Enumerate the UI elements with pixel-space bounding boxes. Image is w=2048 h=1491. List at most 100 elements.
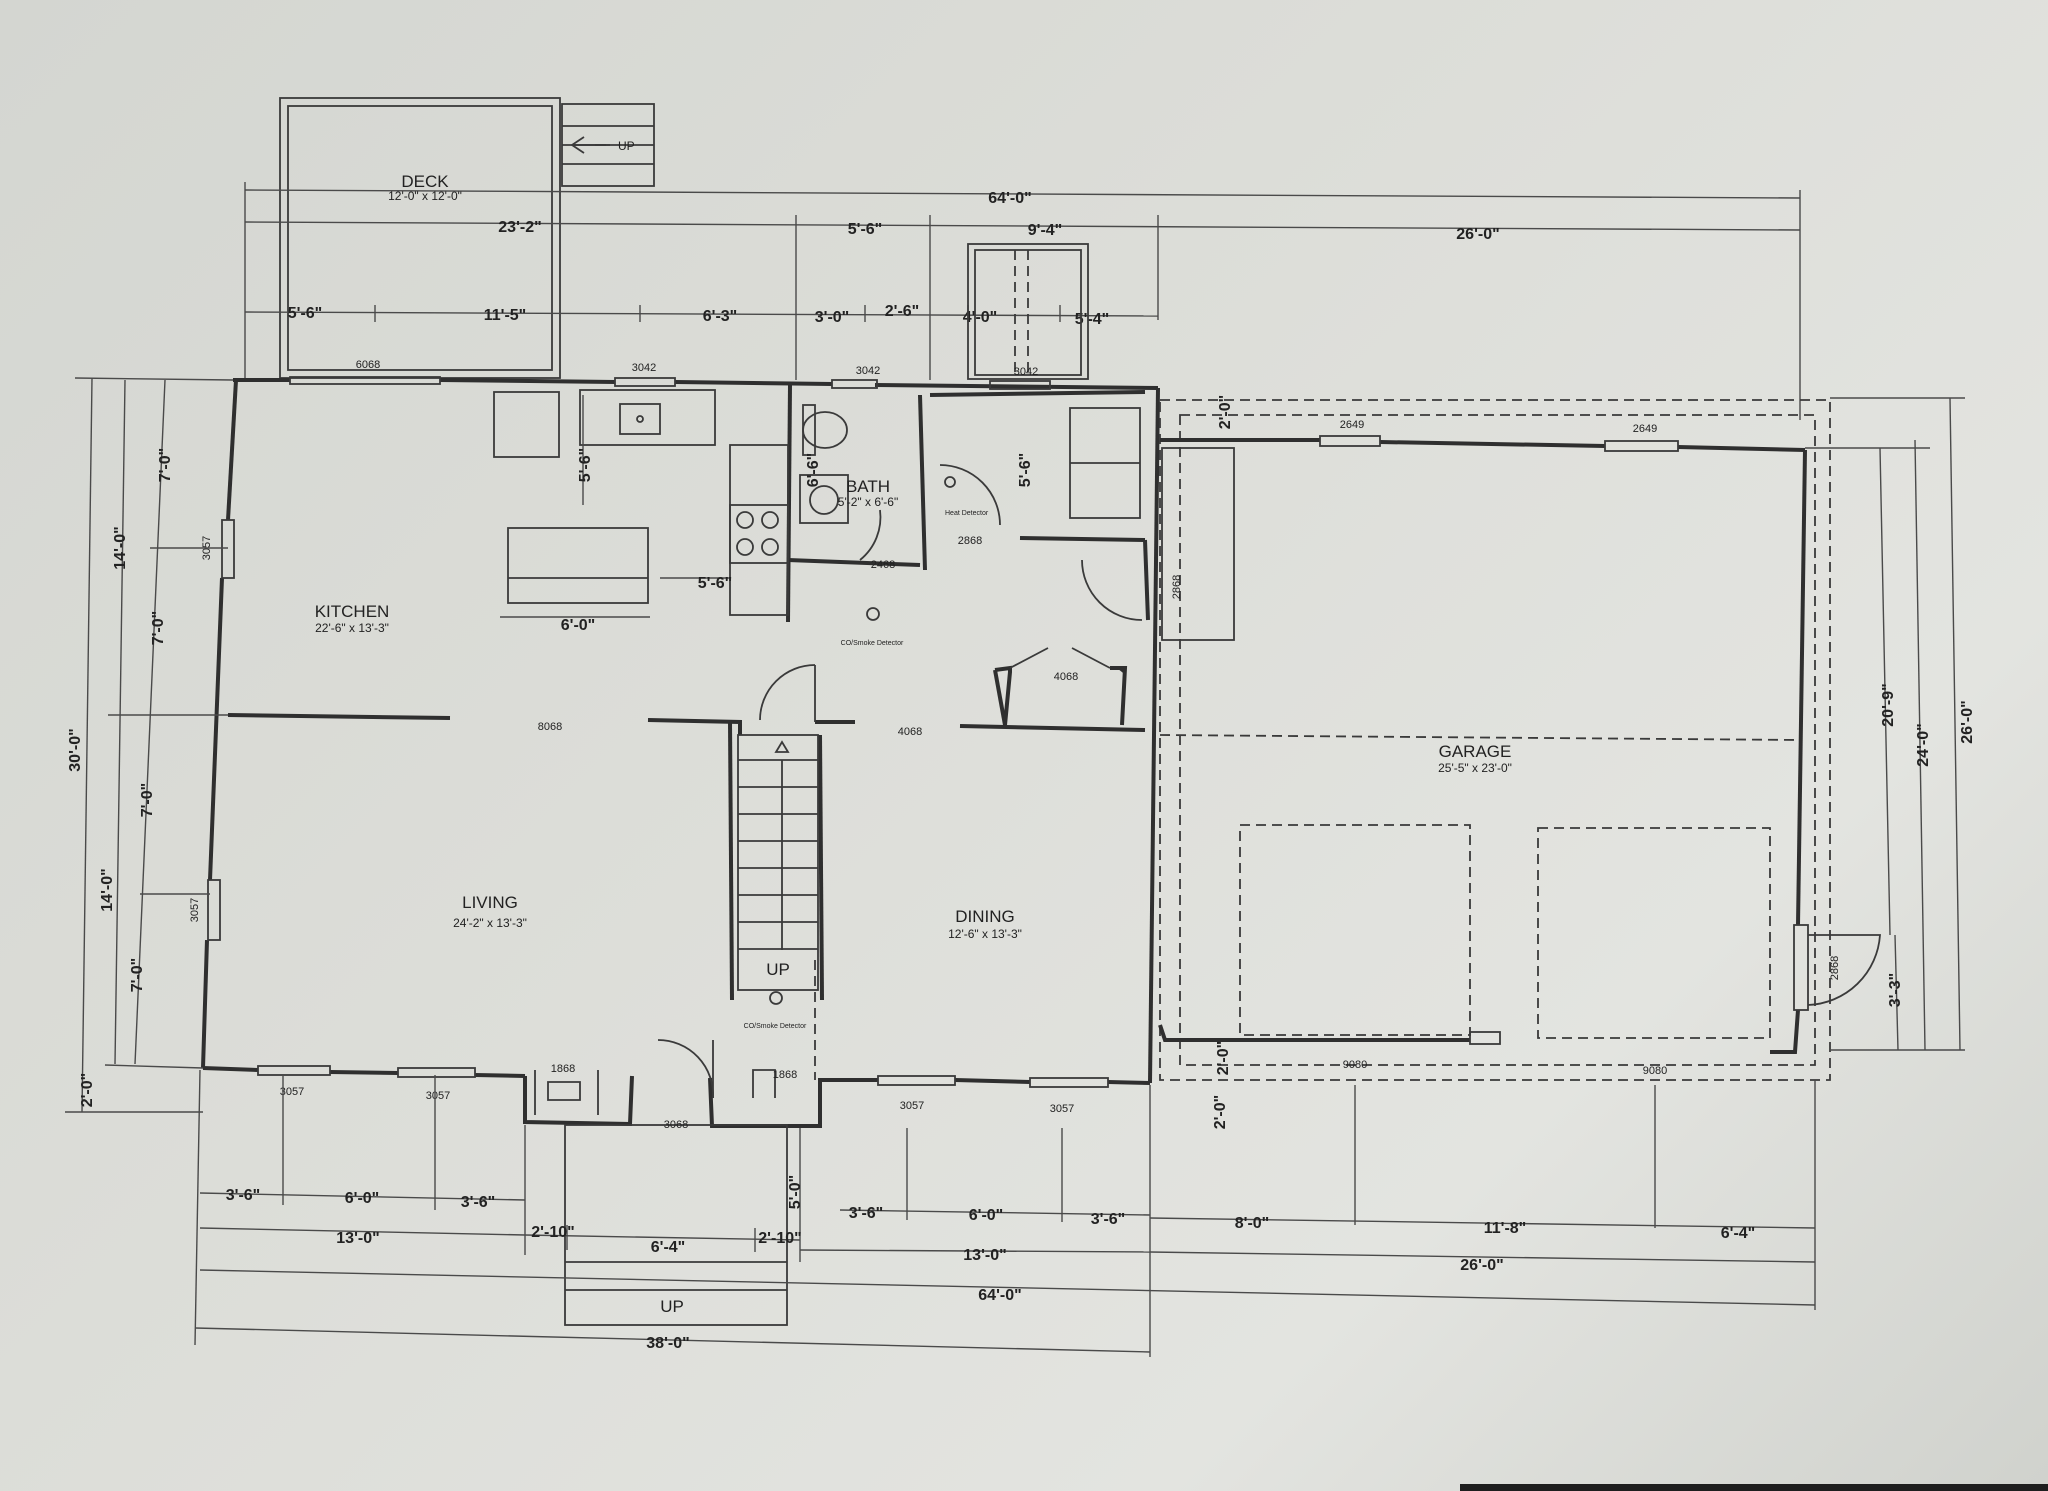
dim-bottom-b3: 3'-6" <box>461 1194 496 1211</box>
dim-bottom-porch-depth: 5'-0" <box>787 1175 804 1210</box>
interior-stairs <box>737 664 819 991</box>
dim-garage-bottom-offset-2: 2'-0" <box>1212 1095 1229 1130</box>
garage-structure <box>1158 399 1881 1081</box>
dim-top-s7: 5'-4" <box>1075 311 1110 328</box>
living-size: 24'-2" x 13'-3" <box>453 916 527 930</box>
dim-island-width: 6'-0" <box>561 617 596 634</box>
code-garage-window-2: 2649 <box>1633 423 1657 435</box>
garage-label: GARAGE <box>1439 742 1512 761</box>
dim-left-overall: 30'-0" <box>67 728 84 771</box>
code-living-window-2: 3057 <box>426 1090 450 1102</box>
dim-top-s3: 6'-3" <box>703 308 738 325</box>
opening-codes: 6068 3042 3042 3042 3057 3057 2468 2868 … <box>189 359 1841 1131</box>
front-porch <box>534 960 816 1326</box>
dim-garage-top-offset: 2'-0" <box>1217 395 1234 430</box>
dim-top-laundry: 9'-4" <box>1028 222 1063 239</box>
code-closet-right: 1868 <box>773 1069 797 1081</box>
code-hall-opening: 4068 <box>898 726 922 738</box>
dim-bottom-d2: 6'-0" <box>969 1207 1004 1224</box>
bath-fixtures <box>799 404 882 561</box>
bath-size: 5'-2" x 6'-6" <box>838 495 898 509</box>
interior-walls <box>227 384 1150 1001</box>
code-living-west-window: 3057 <box>189 898 201 922</box>
dim-laundry-depth: 5'-6" <box>1017 453 1034 488</box>
top-dimensions: 64'-0" 23'-2" 5'-6" 9'-4" 26'-0" 5'-6" 1… <box>244 182 1801 420</box>
dim-left-bottom: 2'-0" <box>79 1073 96 1108</box>
dim-bottom-porch-right: 2'-10" <box>758 1230 801 1247</box>
dim-left-d: 7'-0" <box>129 958 146 993</box>
dim-island-gap: 5'-6" <box>698 575 733 592</box>
dim-top-house: 23'-2" <box>498 219 541 236</box>
code-bath-door: 2468 <box>871 559 895 571</box>
kitchen-fixtures <box>493 389 789 618</box>
code-laundry-window: 3042 <box>1014 366 1038 378</box>
code-garage-door-1: 9080 <box>1343 1059 1367 1071</box>
bottom-dimensions <box>194 1069 1816 1357</box>
dim-right-mid: 24'-0" <box>1915 723 1932 766</box>
code-garage-window-1: 2649 <box>1340 419 1364 431</box>
house-walls <box>201 376 1160 1128</box>
co-smoke-detector-lower: CO/Smoke Detector <box>744 1023 807 1030</box>
left-dimensions <box>65 377 234 1113</box>
kitchen-size: 22'-6" x 13'-3" <box>315 621 389 635</box>
dim-right-inner: 20'-9" <box>1880 683 1897 726</box>
code-dining-window-1: 3057 <box>900 1100 924 1112</box>
code-garage-entry-door: 2868 <box>1171 575 1183 599</box>
deck-size: 12'-0" x 12'-0" <box>388 189 462 203</box>
living-label: LIVING <box>462 893 518 912</box>
laundry-bumpout <box>967 243 1089 380</box>
dim-right-overall: 26'-0" <box>1959 700 1976 743</box>
dim-left-a: 7'-0" <box>157 448 174 483</box>
code-closet-left: 1868 <box>551 1063 575 1075</box>
dim-left-lower: 14'-0" <box>99 868 116 911</box>
dim-top-s6: 4'-0" <box>963 309 998 326</box>
dim-bottom-overall: 64'-0" <box>978 1287 1021 1304</box>
dim-left-b: 7'-0" <box>150 611 167 646</box>
front-stair-up-label: UP <box>660 1297 684 1316</box>
stair-up-label: UP <box>766 960 790 979</box>
code-living-opening: 8068 <box>538 721 562 733</box>
dim-top-s2: 11'-5" <box>484 307 527 324</box>
dim-bottom-b2: 6'-0" <box>345 1190 380 1207</box>
code-closet-door: 4068 <box>1054 671 1078 683</box>
dim-top-overall: 64'-0" <box>988 190 1031 207</box>
dim-top-s4: 3'-0" <box>815 309 850 326</box>
co-smoke-detector-upper: CO/Smoke Detector <box>841 640 904 647</box>
heat-detector-label: Heat Detector <box>945 510 989 517</box>
code-kitchen-slider: 6068 <box>356 359 380 371</box>
code-laundry-door: 2868 <box>958 535 982 547</box>
laundry-fixtures <box>939 407 1143 621</box>
dining-label: DINING <box>955 907 1015 926</box>
code-living-window-1: 3057 <box>280 1086 304 1098</box>
dim-garage-bottom-offset: 2'-0" <box>1215 1041 1232 1076</box>
code-front-door: 3068 <box>664 1119 688 1131</box>
dim-bottom-b1: 3'-6" <box>226 1187 261 1204</box>
dim-bottom-porch-left: 2'-10" <box>531 1224 574 1241</box>
sheet-edge-mark <box>1460 1484 2048 1491</box>
kitchen-label: KITCHEN <box>315 602 390 621</box>
right-dimensions <box>1805 397 1965 1051</box>
code-kitchen-window: 3042 <box>632 362 656 374</box>
dim-top-mid: 5'-6" <box>848 221 883 238</box>
dim-bath-depth: 6'-6" <box>805 453 822 488</box>
dim-left-c: 7'-0" <box>139 783 156 818</box>
dim-left-upper: 14'-0" <box>112 526 129 569</box>
garage-size: 25'-5" x 23'-0" <box>1438 761 1512 775</box>
deck-stair-up-label: UP <box>618 139 635 153</box>
bath-label: BATH <box>846 477 890 496</box>
dim-bottom-d3: 3'-6" <box>1091 1211 1126 1228</box>
dim-top-garage: 26'-0" <box>1456 226 1499 243</box>
dim-bottom-house-right: 13'-0" <box>963 1247 1006 1264</box>
dim-right-door: 3'-3" <box>1887 973 1904 1008</box>
code-dining-window-2: 3057 <box>1050 1103 1074 1115</box>
dim-bottom-g1: 8'-0" <box>1235 1215 1270 1232</box>
dim-bottom-g2: 11'-8" <box>1484 1220 1527 1237</box>
code-garage-side-door: 2868 <box>1829 956 1841 980</box>
code-garage-door-2: 9080 <box>1643 1065 1667 1077</box>
dim-bottom-porch-mid: 6'-4" <box>651 1239 686 1256</box>
dining-size: 12'-6" x 13'-3" <box>948 927 1022 941</box>
dim-bottom-garage: 26'-0" <box>1460 1257 1503 1274</box>
dim-bottom-d1: 3'-6" <box>849 1205 884 1222</box>
